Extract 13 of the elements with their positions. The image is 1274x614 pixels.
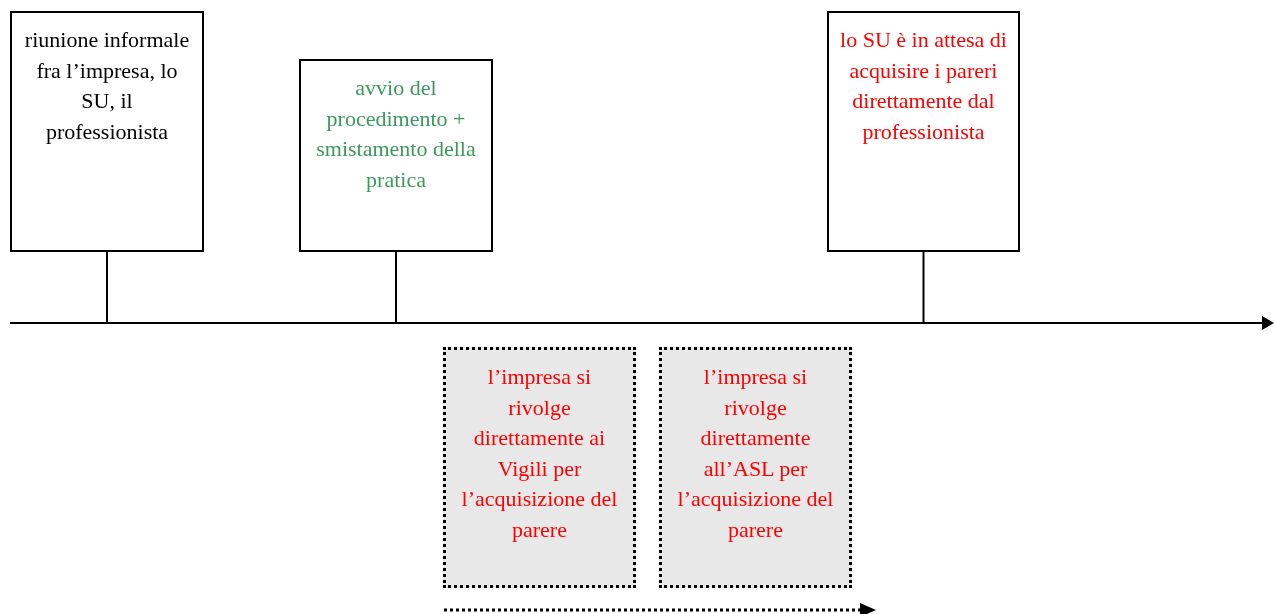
connector-line [395, 251, 397, 323]
box-text: l’impresa si rivolge direttamente all’ASL per l’acquisizione del parere [676, 363, 835, 544]
dotted-box [443, 347, 636, 588]
connector-line [922, 251, 925, 323]
event-box [827, 11, 1020, 252]
box-text: l’impresa si rivolge direttamente ai Vigili per l’acquisizione del parere [460, 363, 619, 544]
connector-line [106, 251, 108, 323]
event-box [299, 59, 493, 252]
dotted-box [659, 347, 852, 588]
event-box [10, 11, 204, 252]
box-text: lo SU è in attesa di acquisire i pareri direttamente dal professionista [839, 26, 1008, 146]
box-text: riunione informale fra l’impresa, lo SU, il professionista [23, 26, 191, 146]
box-text: avvio del procedimento + smistamento della pratica [315, 74, 477, 194]
